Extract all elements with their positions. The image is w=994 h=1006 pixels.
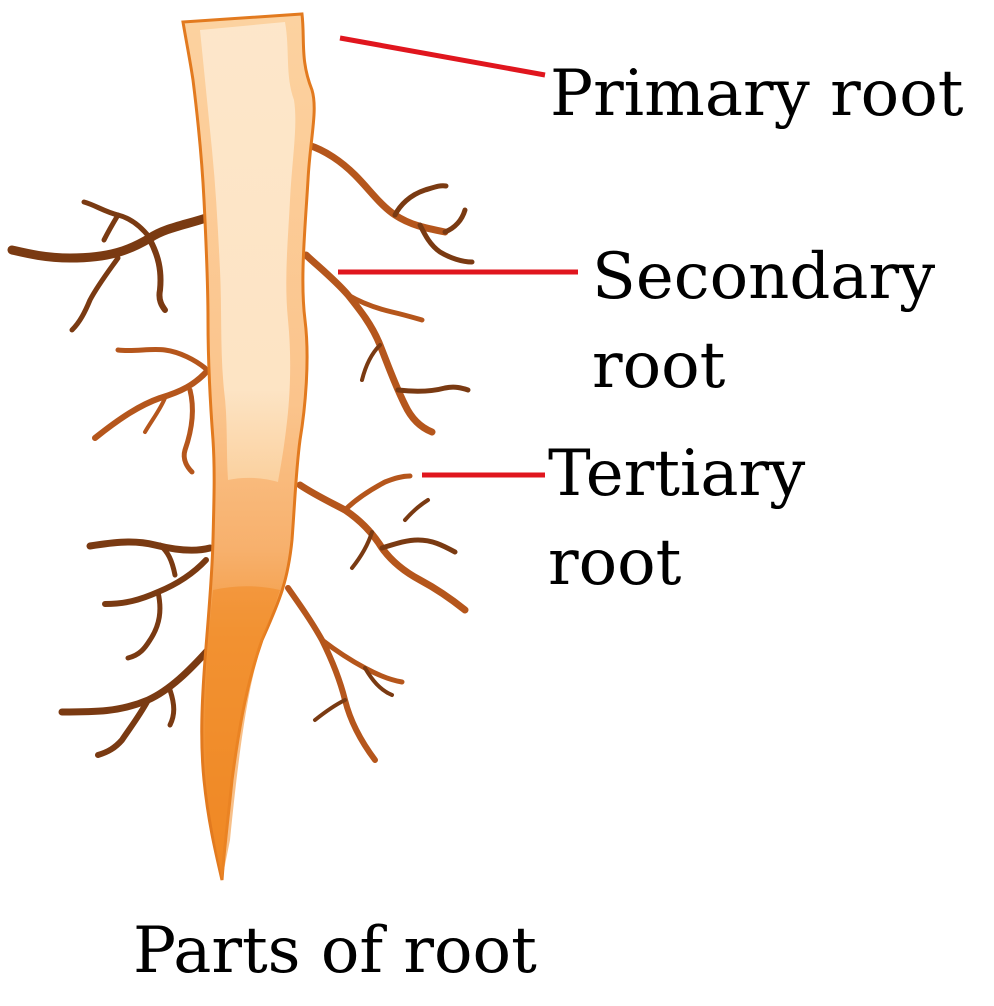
primary-root bbox=[181, 12, 316, 881]
primary-root-label: Primary root bbox=[550, 57, 964, 131]
tertiary-root-label-line2: root bbox=[548, 526, 682, 600]
secondary-root-label-line2: root bbox=[592, 329, 726, 403]
left-branches bbox=[7, 199, 214, 758]
primary-root-leader bbox=[339, 35, 546, 78]
tertiary-root-label-line1: Tertiary bbox=[548, 437, 805, 511]
secondary-root-label-line1: Secondary bbox=[592, 240, 935, 314]
diagram-caption: Parts of root bbox=[133, 914, 537, 988]
right-branches bbox=[285, 141, 475, 763]
